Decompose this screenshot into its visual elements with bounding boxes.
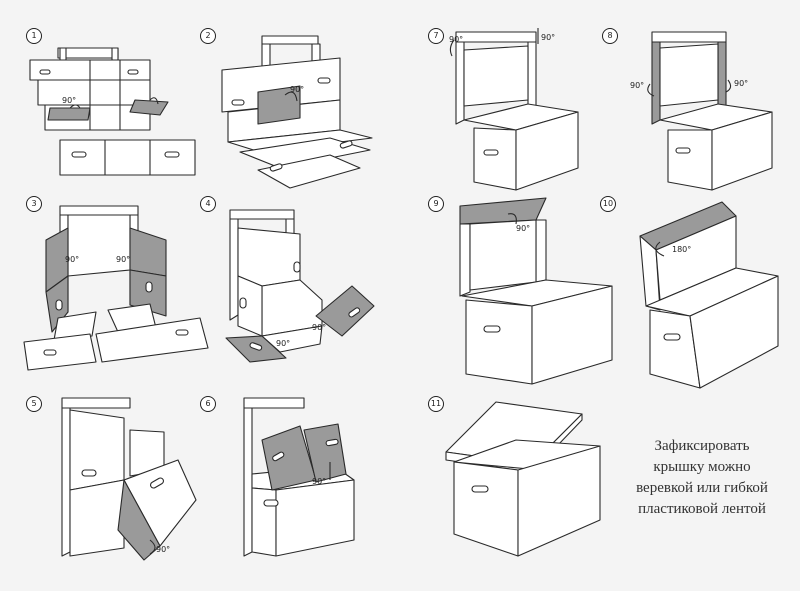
step-6-angle-label: 90° [312, 477, 326, 486]
step-10-angle-label: 180° [672, 245, 691, 254]
step-6-number: 6 [200, 396, 216, 412]
step-7-number: 7 [428, 28, 444, 44]
step-6-inner-flaps: 90° [243, 397, 355, 557]
step-1-number: 1 [26, 28, 42, 44]
step-3-angle-label-left: 90° [65, 255, 79, 264]
step-2-number: 2 [200, 28, 216, 44]
step-4-number: 4 [200, 196, 216, 212]
step-9-lid-front: 90° [459, 197, 613, 385]
step-4-angle-label-right: 90° [312, 323, 326, 332]
step-4-angle-label-bottom: 90° [276, 339, 290, 348]
step-9-number: 9 [428, 196, 444, 212]
note-line-2: крышку можно [653, 459, 751, 475]
step-8-lid-sides: 90° 90° [630, 31, 773, 191]
step-3-number: 3 [26, 196, 42, 212]
step-7-lid-raise: 90° 90° [449, 28, 579, 191]
step-11-finished-box [445, 401, 601, 557]
step-8-angle-label-right: 90° [734, 79, 748, 88]
step-3-sides-up: 90° 90° [23, 205, 209, 371]
step-10-number: 10 [600, 196, 616, 212]
note-line-3: веревкой или гибкой [636, 480, 768, 496]
step-2-fold-front: 90° [221, 35, 373, 189]
step-8-number: 8 [602, 28, 618, 44]
step-5-number: 5 [26, 396, 42, 412]
step-5-bottom-fold: 90° [61, 397, 197, 561]
lid-fixing-note: Зафиксировать крышку можно веревкой или … [616, 436, 788, 520]
step-11-number: 11 [428, 396, 444, 412]
step-1-flat-blank: 90° [29, 47, 196, 176]
step-3-angle-label-right: 90° [116, 255, 130, 264]
step-7-angle-label-right: 90° [541, 33, 555, 42]
step-1-angle-label: 90° [62, 96, 76, 105]
step-10-lid-fold: 180° [639, 201, 779, 389]
note-line-1: Зафиксировать [654, 438, 750, 454]
step-9-angle-label: 90° [516, 224, 530, 233]
step-2-angle-label: 90° [290, 85, 304, 94]
step-8-angle-label-left: 90° [630, 81, 644, 90]
step-5-angle-label: 90° [156, 545, 170, 554]
step-4-bottom-flaps: 90° 90° [225, 209, 375, 363]
note-line-4: пластиковой лентой [638, 501, 766, 517]
step-7-angle-label-left: 90° [449, 35, 463, 44]
